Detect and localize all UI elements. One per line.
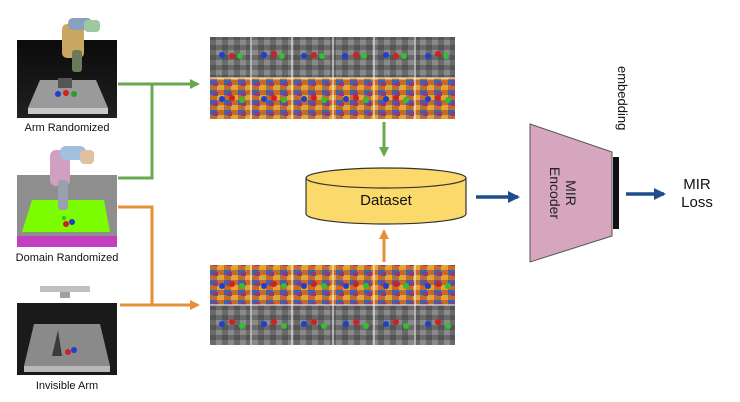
- invisible-arm-image: [17, 286, 117, 375]
- bottom-frame-grid: [210, 265, 455, 345]
- mir-loss-line2: Loss: [681, 194, 713, 211]
- mir-loss-label: MIR Loss: [672, 176, 722, 212]
- mir-encoder: MIR Encoder: [529, 123, 613, 263]
- embedding-bar: [613, 157, 619, 229]
- orange-arrows: [118, 205, 389, 310]
- invisible-arm-label: Invisible Arm: [35, 380, 99, 392]
- top-frame-dividers: [210, 37, 455, 119]
- domain-randomized-label: Domain Randomized: [15, 252, 119, 264]
- bottom-frame-dividers: [210, 265, 455, 345]
- dataset-label: Dataset: [360, 192, 413, 209]
- mir-loss-line1: MIR: [683, 176, 711, 193]
- encoder-label-line2: Encoder: [547, 167, 563, 219]
- embedding-label: embedding: [615, 66, 630, 131]
- top-frame-grid: [210, 37, 455, 119]
- domain-randomized-image: [17, 146, 117, 247]
- arm-randomized-image: [17, 18, 117, 118]
- dataset-cylinder: Dataset: [305, 167, 467, 225]
- arm-randomized-label: Arm Randomized: [24, 122, 110, 134]
- encoder-label-line1: MIR: [563, 180, 579, 206]
- green-arrows: [118, 79, 389, 180]
